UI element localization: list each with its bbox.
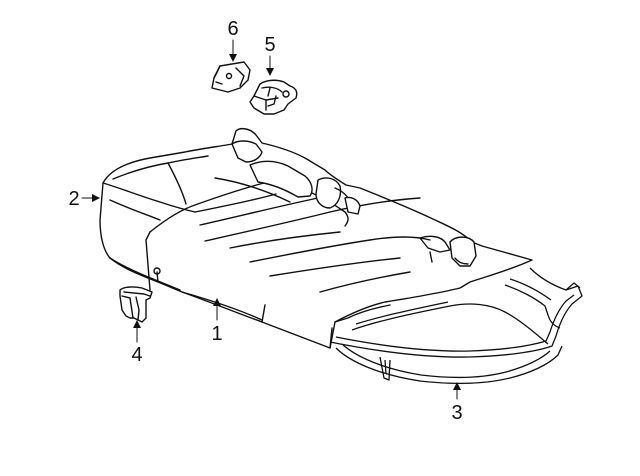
clip-part-4 bbox=[119, 286, 153, 323]
callout-label-3: 3 bbox=[451, 402, 462, 424]
callout-label-1: 1 bbox=[211, 323, 222, 345]
bracket-part-6 bbox=[211, 61, 251, 93]
callout-label-2: 2 bbox=[68, 188, 79, 210]
callout-label-6: 6 bbox=[227, 18, 238, 40]
callout-label-4: 4 bbox=[131, 344, 142, 366]
callout-label-5: 5 bbox=[264, 34, 275, 56]
hinge-bracket-part-5 bbox=[249, 79, 298, 115]
callout-leaders bbox=[81, 39, 461, 400]
seat-cushion-assembly bbox=[99, 127, 533, 349]
seat-frame-wire bbox=[329, 267, 583, 385]
